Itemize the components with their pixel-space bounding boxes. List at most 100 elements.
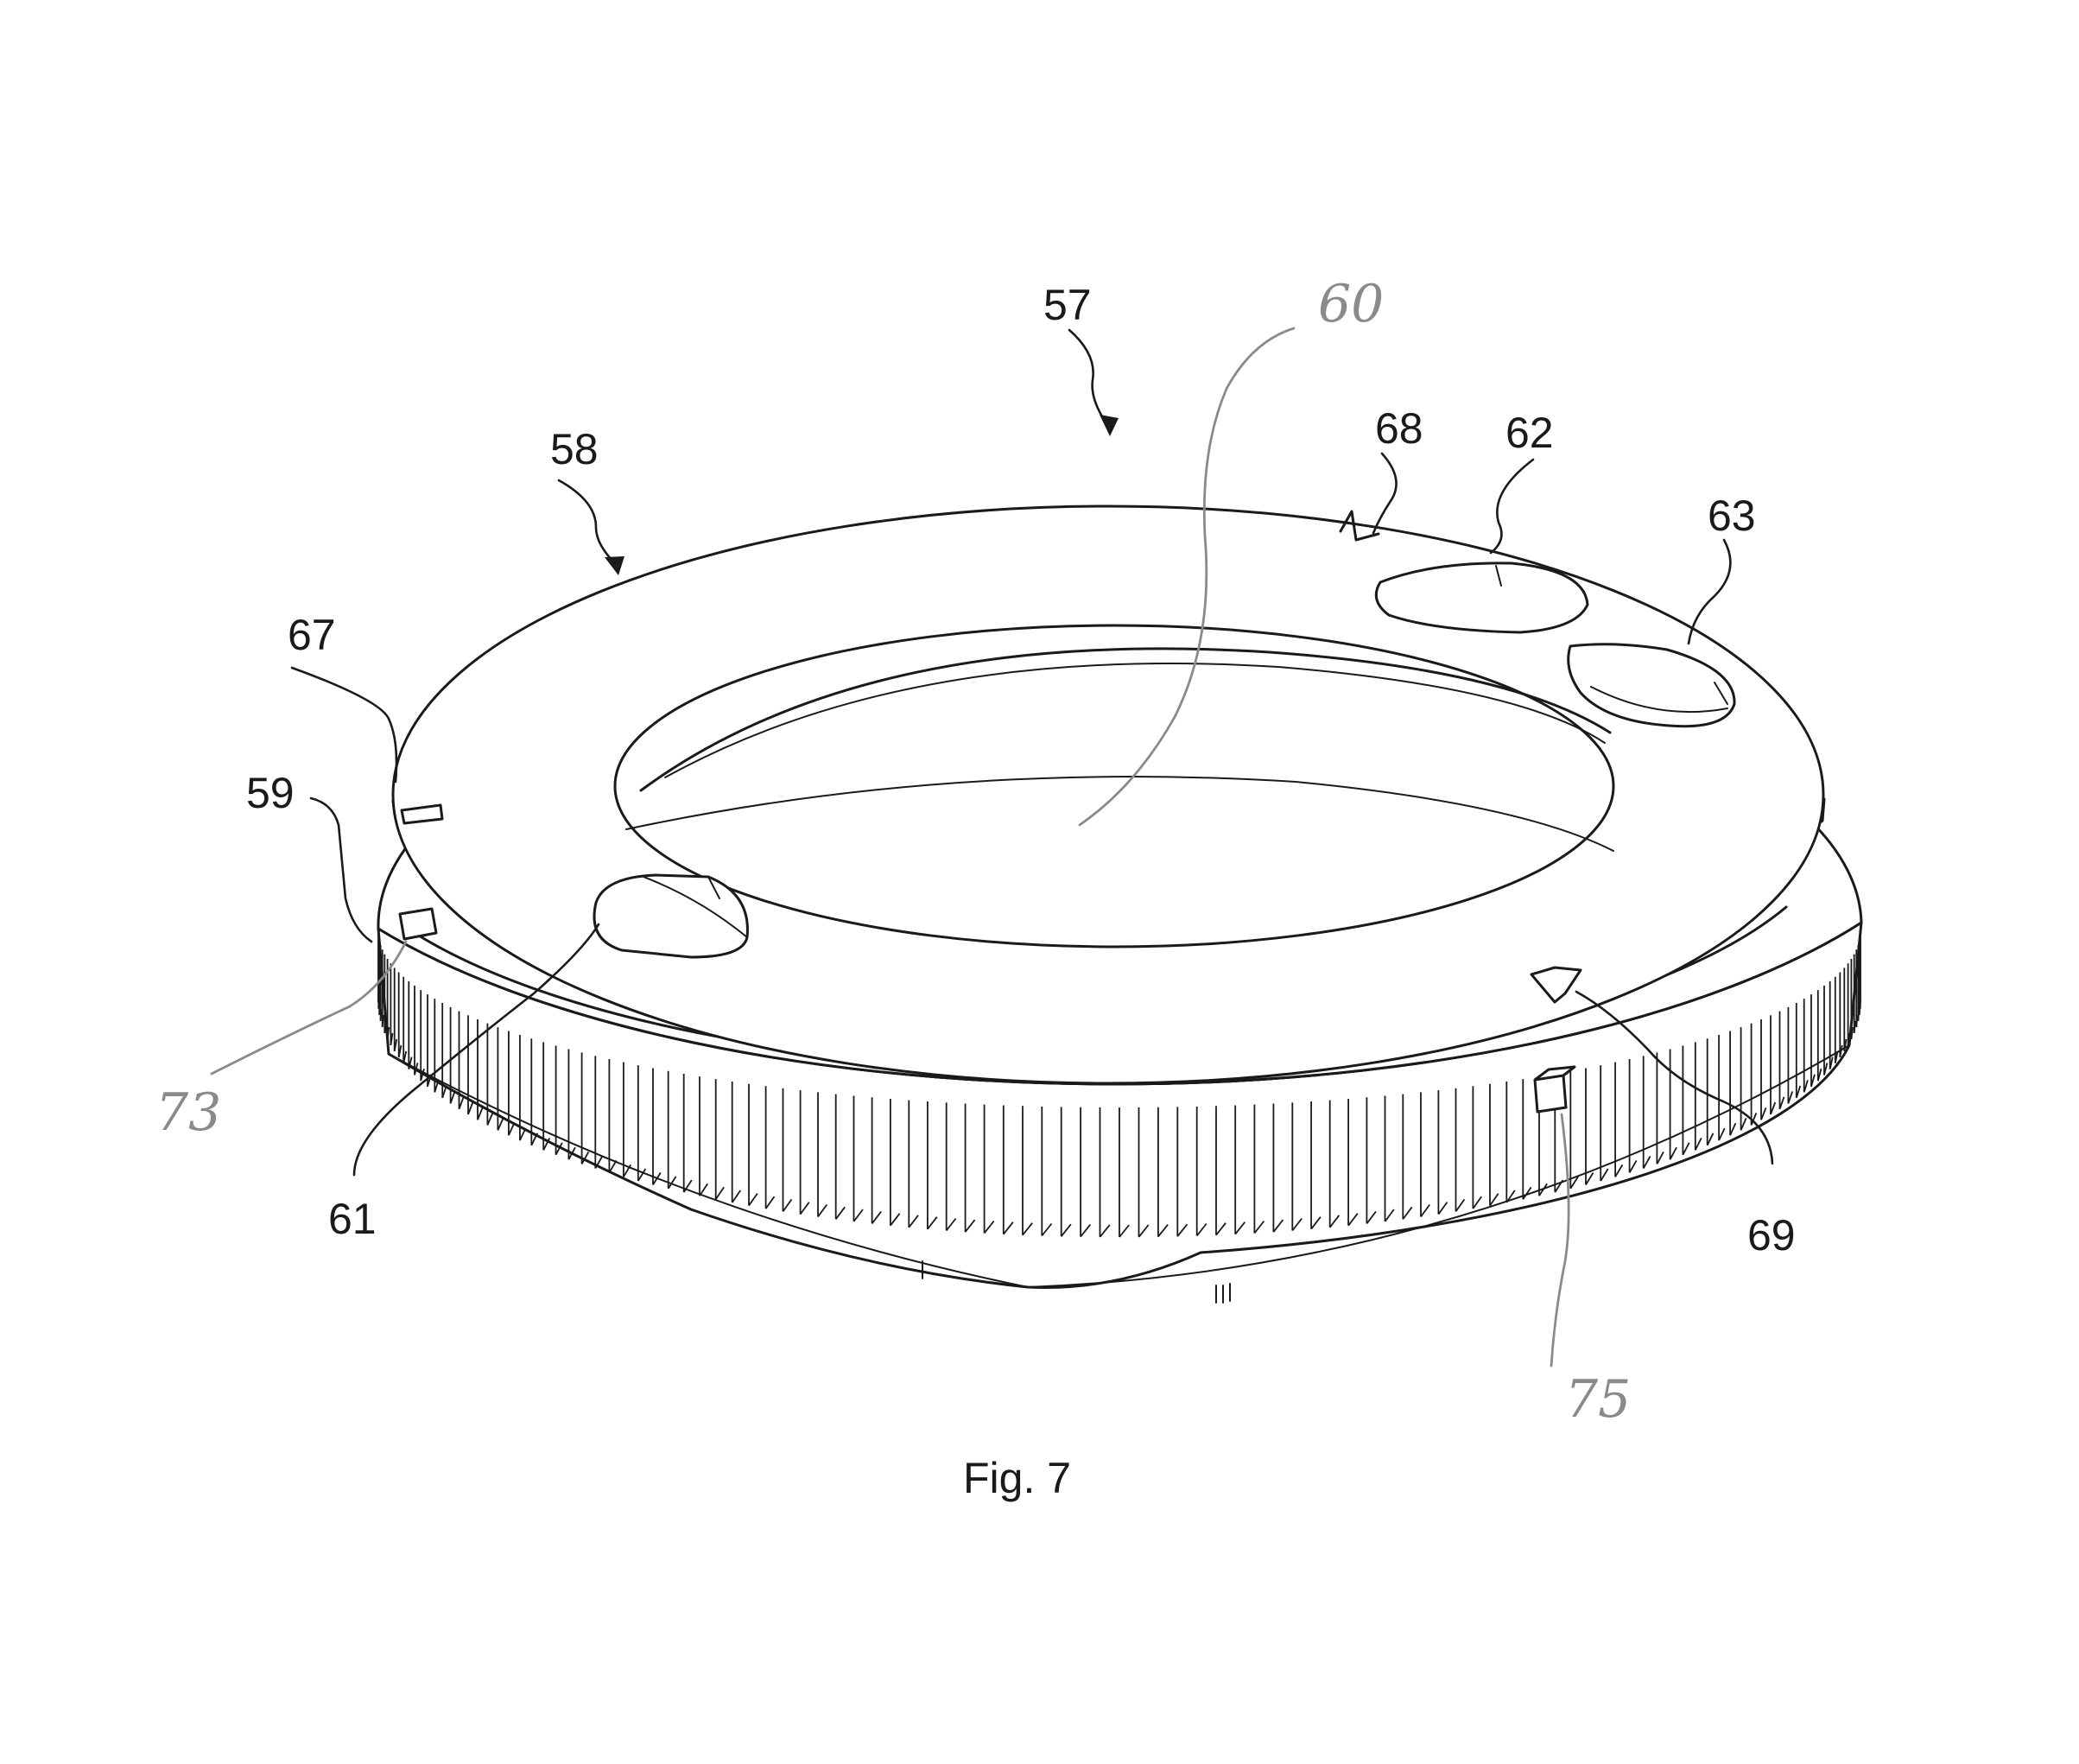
gear-tooth-tip: [1455, 1198, 1466, 1212]
gear-tooth-tip: [1760, 1107, 1767, 1120]
gear-tooth-tip: [890, 1213, 901, 1227]
gear-tooth-tip: [1420, 1203, 1430, 1218]
gear-teeth: [377, 931, 1861, 1238]
gear-tooth-tip: [1022, 1222, 1033, 1236]
gear-tooth-tip: [1384, 1209, 1395, 1222]
gear-tooth-tip: [1656, 1151, 1664, 1164]
leader-61: [352, 923, 600, 1177]
leader-63: [1687, 538, 1732, 645]
gear-tooth-tip: [567, 1146, 576, 1160]
gear-tooth-tip: [1803, 1080, 1809, 1093]
gear-tooth-tip: [637, 1168, 647, 1182]
gear-tooth-tip: [908, 1215, 919, 1228]
slot-61: [593, 873, 749, 959]
gear-tooth-tip: [397, 1044, 402, 1058]
gear-tooth-tip: [379, 1008, 383, 1021]
gear-tooth-tip: [1099, 1224, 1111, 1238]
gear-tooth-tip: [1855, 1014, 1859, 1027]
gear-tooth-tip: [1003, 1221, 1014, 1235]
gear-tooth-tip: [871, 1210, 882, 1224]
gear-tooth-tip: [1347, 1213, 1359, 1227]
gear-tooth-tip: [764, 1196, 776, 1209]
gear-tooth-tip: [1669, 1146, 1677, 1160]
gear-tooth-tip-line: [388, 1044, 1850, 1289]
gear-tooth-tip: [1489, 1193, 1499, 1207]
leader-59: [309, 796, 373, 943]
gear-tooth-tip: [1569, 1176, 1579, 1190]
gear-tooth-tip: [1585, 1172, 1594, 1185]
gear-tooth-tip: [386, 1026, 390, 1040]
slot-62: [1374, 562, 1589, 634]
gear-tooth-tip: [408, 1056, 413, 1069]
gear-tooth-tip: [1810, 1074, 1816, 1088]
gear-tooth-tip: [1829, 1056, 1834, 1069]
opening-inner-rim-2: [664, 663, 1606, 778]
gear-tooth-tip: [497, 1118, 504, 1131]
gear-tooth-tip: [1694, 1137, 1702, 1151]
gear-tooth-tip: [782, 1198, 793, 1212]
gear-tooth-tip: [1080, 1224, 1092, 1238]
gear-tooth-tip: [1272, 1219, 1284, 1233]
gear-tooth-tip: [477, 1107, 484, 1120]
leader-75: [1550, 1113, 1570, 1367]
label-68: 68: [1375, 404, 1423, 453]
gear-tooth-tip: [1310, 1216, 1322, 1230]
gear-tooth-tip: [748, 1193, 758, 1207]
gear-tooth-tip: [1176, 1223, 1188, 1237]
label-73: 73: [155, 1082, 221, 1143]
notch-68: [1339, 510, 1380, 542]
bottom-marks: [922, 1260, 1231, 1304]
label-57: 57: [1043, 281, 1092, 329]
gear-tooth-tip: [530, 1133, 539, 1146]
gear-tooth-tip: [853, 1209, 864, 1222]
leader-68: [1372, 452, 1398, 535]
gear-tooth-tip: [1816, 1068, 1822, 1082]
gear-tooth-tip: [1195, 1222, 1207, 1237]
gear-tooth-tip: [1718, 1127, 1726, 1141]
gear-tooth-tip: [699, 1183, 709, 1196]
gear-tooth-tip: [383, 1020, 387, 1034]
label-62: 62: [1505, 409, 1554, 457]
gear-tooth-tip: [1795, 1085, 1802, 1099]
notch-69: [1530, 966, 1582, 1004]
gear-tooth-tip: [667, 1176, 677, 1190]
label-63: 63: [1708, 492, 1756, 540]
gear-tooth-tip: [1778, 1096, 1785, 1110]
gear-tooth-tip: [1328, 1215, 1341, 1228]
gear-tooth-tip: [542, 1137, 551, 1151]
gear-tooth-tip: [1839, 1044, 1843, 1058]
gear-tooth-tip: [441, 1085, 447, 1099]
gear-tooth-tip: [1642, 1156, 1651, 1169]
gear-tooth-tip: [1787, 1091, 1794, 1104]
gear-tooth-tip: [1119, 1224, 1130, 1238]
gear-tooth-tip: [390, 1032, 394, 1046]
gear-tooth-tip: [1060, 1223, 1072, 1237]
leader-69: [1575, 990, 1774, 1165]
gear-tooth-tip: [834, 1206, 846, 1220]
notch-67: [400, 803, 444, 825]
gear-tooth-tip: [458, 1096, 465, 1110]
leader-lines: [210, 327, 1774, 1367]
leader-57: [1068, 328, 1108, 425]
gear-tooth-tip: [1366, 1210, 1377, 1224]
gear-tooth-tip: [945, 1217, 957, 1232]
gear-tooth-tip: [714, 1186, 725, 1200]
gear-tooth-tip: [608, 1159, 618, 1173]
label-67: 67: [288, 611, 336, 659]
arrowhead-58: [605, 556, 624, 575]
gear-tooth-tip: [508, 1122, 516, 1136]
gear-tooth-tip: [1850, 1026, 1854, 1040]
label-75: 75: [1565, 1369, 1631, 1430]
gear-tooth-tip: [731, 1190, 742, 1203]
gear-tooth-tip: [1843, 1038, 1848, 1052]
label-58: 58: [550, 425, 599, 473]
gear-tooth-tip: [1729, 1122, 1737, 1136]
gear-tooth-tip: [1472, 1196, 1482, 1209]
leader-58: [557, 479, 617, 565]
gear-tooth-tip: [519, 1127, 527, 1141]
label-60: 60: [1318, 274, 1384, 334]
gear-tooth-tip: [1740, 1118, 1747, 1131]
central-opening: [613, 624, 1615, 949]
lug-front-right: [1533, 1065, 1576, 1114]
